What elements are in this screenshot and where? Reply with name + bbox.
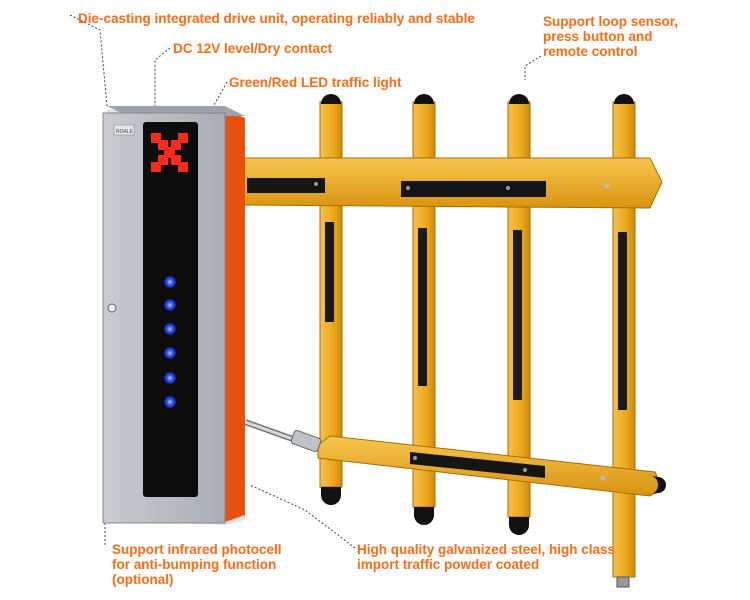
label-steel-line2: import traffic powder coated [357, 557, 540, 572]
fence-post [612, 94, 636, 588]
brand-plate: ROALE [116, 129, 134, 135]
label-drive-unit: Die-casting integrated drive unit, opera… [78, 11, 475, 26]
connecting-rod [243, 419, 322, 453]
label-photocell-line1: Support infrared photocell [112, 542, 282, 557]
blue-led-column [164, 276, 176, 408]
red-led-x [151, 133, 188, 172]
label-loop-sensor-line1: Support loop sensor, [543, 14, 679, 29]
label-photocell-line2: for anti-bumping function [112, 557, 277, 572]
label-dc-level: DC 12V level/Dry contact [173, 41, 333, 56]
lower-boom [317, 435, 666, 497]
label-loop-sensor: Support loop sensor, press button and re… [543, 14, 678, 59]
barrier-cabinet [102, 106, 245, 525]
label-photocell-line3: (optional) [112, 572, 174, 587]
label-loop-sensor-line3: remote control [543, 44, 638, 59]
label-steel-line1: High quality galvanized steel, high clas… [357, 542, 616, 557]
label-steel: High quality galvanized steel, high clas… [357, 542, 615, 572]
label-photocell: Support infrared photocell for anti-bump… [112, 542, 282, 587]
label-led-light: Green/Red LED traffic light [229, 75, 402, 90]
label-loop-sensor-line2: press button and [543, 29, 653, 44]
upper-boom [239, 157, 663, 209]
